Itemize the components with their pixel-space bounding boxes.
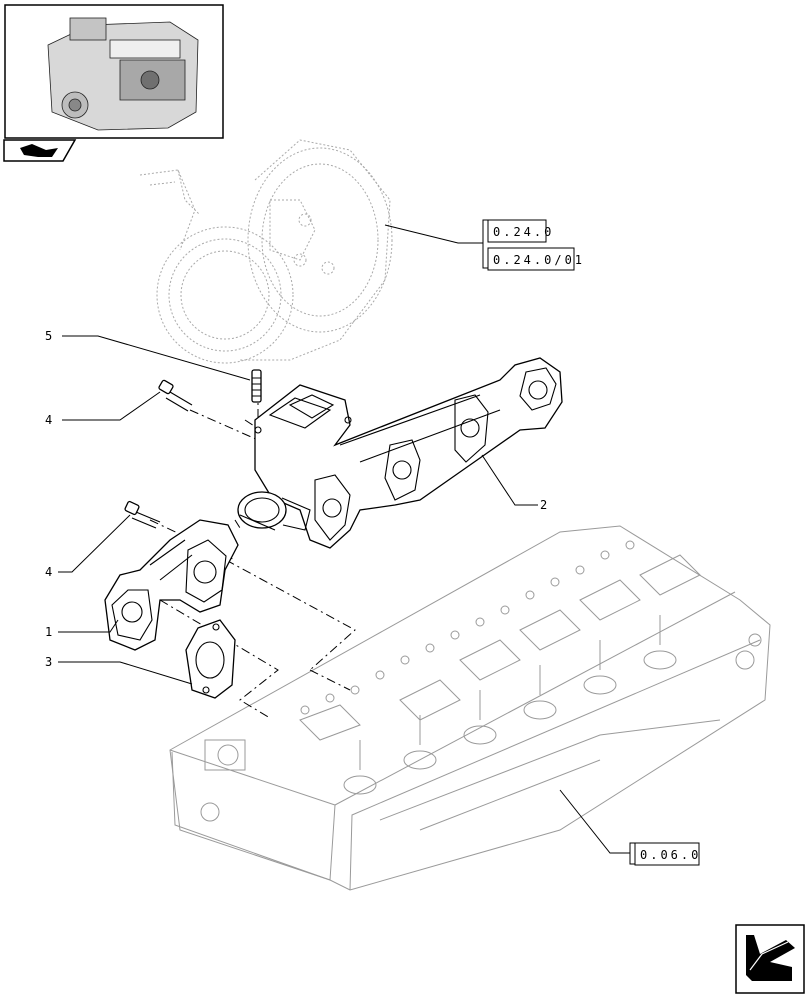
- cylinder-head-ghost: [169, 525, 771, 891]
- elbow-pipe[interactable]: [104, 519, 239, 651]
- turbocharger-ghost: [139, 139, 393, 364]
- callout-5: 5: [45, 329, 52, 343]
- reference-cylinder-head[interactable]: 0.06.0: [629, 842, 701, 866]
- bolt-lower[interactable]: [124, 500, 161, 529]
- callout-1: 1: [45, 625, 52, 639]
- callout-2: 2: [540, 498, 547, 512]
- callout-4-lower: 4: [45, 565, 52, 579]
- sleeve-adapter[interactable]: [237, 491, 311, 531]
- leader-lines: [58, 224, 630, 854]
- stud[interactable]: [251, 369, 262, 403]
- callout-3: 3: [45, 655, 52, 669]
- callout-4-upper: 4: [45, 413, 52, 427]
- reference-turbo-a-label: 0.24.0: [493, 225, 554, 239]
- reference-turbo-b[interactable]: 0.24.0/01: [487, 247, 585, 271]
- next-page-arrow-icon[interactable]: [735, 924, 805, 994]
- engine-thumbnail-icon[interactable]: [4, 4, 224, 139]
- reference-turbo-a[interactable]: 0.24.0: [482, 219, 554, 269]
- bolt-upper[interactable]: [158, 379, 193, 412]
- gasket[interactable]: [185, 619, 236, 699]
- reference-turbo-b-label: 0.24.0/01: [493, 253, 585, 267]
- book-icon[interactable]: [3, 139, 77, 162]
- reference-cylinder-head-label: 0.06.0: [640, 848, 701, 862]
- exhaust-manifold[interactable]: [254, 357, 563, 549]
